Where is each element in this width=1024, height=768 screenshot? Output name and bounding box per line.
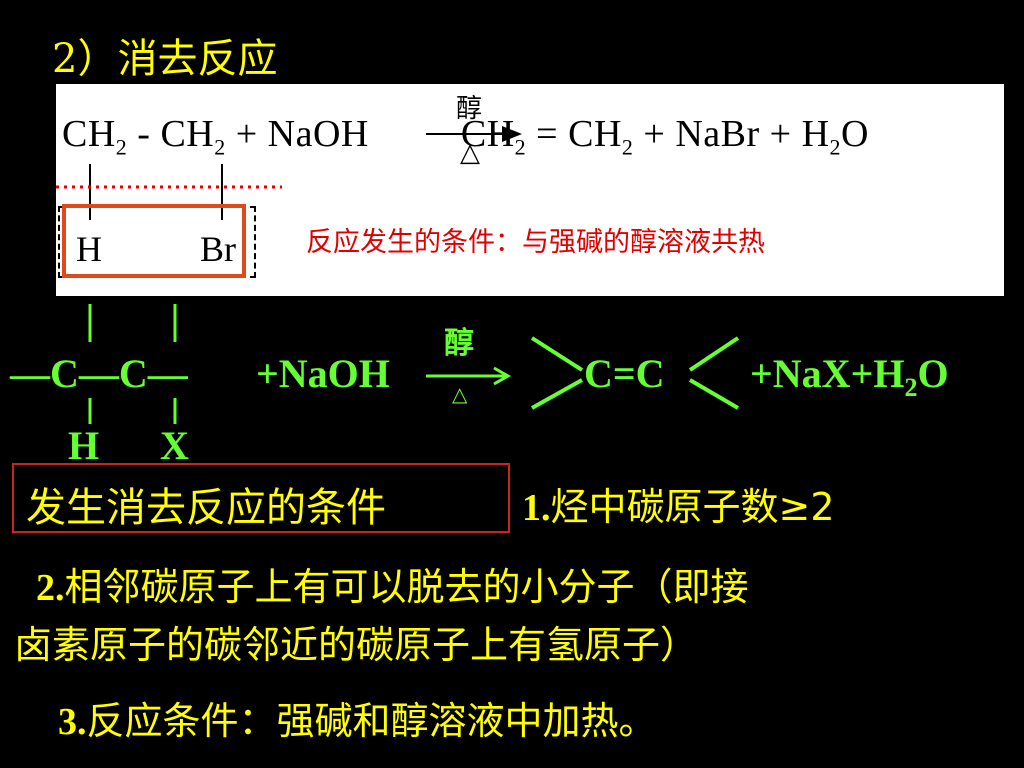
item3-text: 反应条件：强碱和醇溶液中加热。 [86, 699, 657, 743]
general-x-label: X [160, 423, 189, 468]
panel-bond-lines [89, 164, 223, 220]
item1-text: 烃中碳原子数≥2 [550, 485, 835, 529]
condition-item-2-line-2: 卤素原子的碳邻近的碳原子上有氢原子） [14, 623, 699, 667]
condition-item-3: 3.反应条件：强碱和醇溶液中加热。 [58, 690, 657, 745]
general-arrow-top-label: 醇 [444, 326, 474, 361]
reactant-ch2-b: CH [160, 113, 215, 155]
item2-number: 2. [36, 567, 65, 609]
plus-nabr-h: + NaBr + H [633, 113, 830, 155]
reactant-sub-b: 2 [214, 134, 226, 160]
condition-item-2-line-1: 2.相邻碳原子上有可以脱去的小分子（即接 [36, 556, 749, 611]
single-bond-dash: - [127, 113, 161, 155]
general-arrow-bottom-label: △ [452, 382, 468, 406]
panel-arrow-bottom-label: △ [460, 138, 480, 168]
plus-naoh: + NaOH [225, 113, 369, 155]
general-water-sub: 2 [904, 373, 918, 402]
reactant-ch2-a: CH [62, 113, 116, 155]
general-h-label: H [68, 423, 100, 468]
general-water-o: O [917, 351, 949, 396]
product-sub-b: 2 [621, 134, 634, 160]
panel-br-label: Br [200, 229, 236, 269]
general-equation-lines [88, 304, 740, 424]
red-highlight-box [62, 204, 246, 278]
condition-item-1: 1.烃中碳原子数≥2 [522, 476, 835, 531]
general-plus-nax-water: +NaX+H2O [750, 350, 949, 403]
item1-number: 1. [522, 487, 551, 529]
panel-reaction-arrow-icon [426, 126, 522, 142]
general-plus-naoh: +NaOH [256, 351, 390, 396]
product-ch2-b: CH [568, 113, 622, 155]
item2-line1-text: 相邻碳原子上有可以脱去的小分子（即接 [64, 565, 749, 609]
reaction-condition-note: 反应发生的条件：与强碱的醇溶液共热 [306, 227, 765, 258]
general-plus-nax-h: +NaX+H [750, 351, 905, 396]
slide-title: 2）消去反应 [52, 36, 278, 82]
general-reactant-skeleton: —C—C— [10, 351, 188, 396]
product-sub-a: 2 [514, 134, 527, 160]
water-o: O [841, 113, 869, 155]
item3-number: 3. [58, 701, 87, 743]
panel-arrow-top-label: 醇 [456, 94, 483, 124]
water-sub: 2 [829, 134, 842, 160]
panel-h-label: H [76, 229, 102, 269]
general-product-cc: C=C [584, 351, 665, 396]
reactant-sub-a: 2 [115, 134, 128, 160]
red-dotted-divider [56, 185, 282, 189]
condition-heading-box: 发生消去反应的条件 [12, 463, 510, 533]
double-bond: = [526, 113, 569, 155]
condition-heading: 发生消去反应的条件 [26, 485, 386, 531]
